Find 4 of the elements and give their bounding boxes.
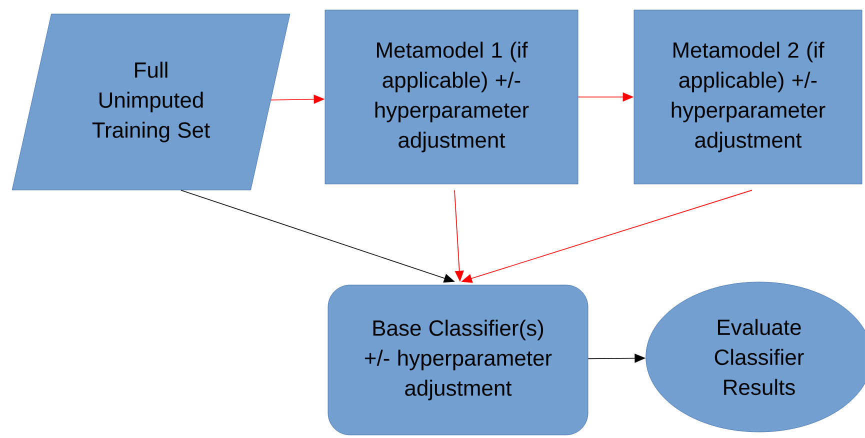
process-box: Base Classifier(s) +/- hyperparameter adjustment (328, 284, 588, 436)
process-box: Metamodel 1 (if applicable) +/- hyperparameter adjustment (324, 10, 578, 184)
input-parallelogram: Full Unimputed Training Set (12, 14, 290, 190)
process-box: Metamodel 2 (if applicable) +/- hyperparameter adjustment (634, 10, 862, 184)
